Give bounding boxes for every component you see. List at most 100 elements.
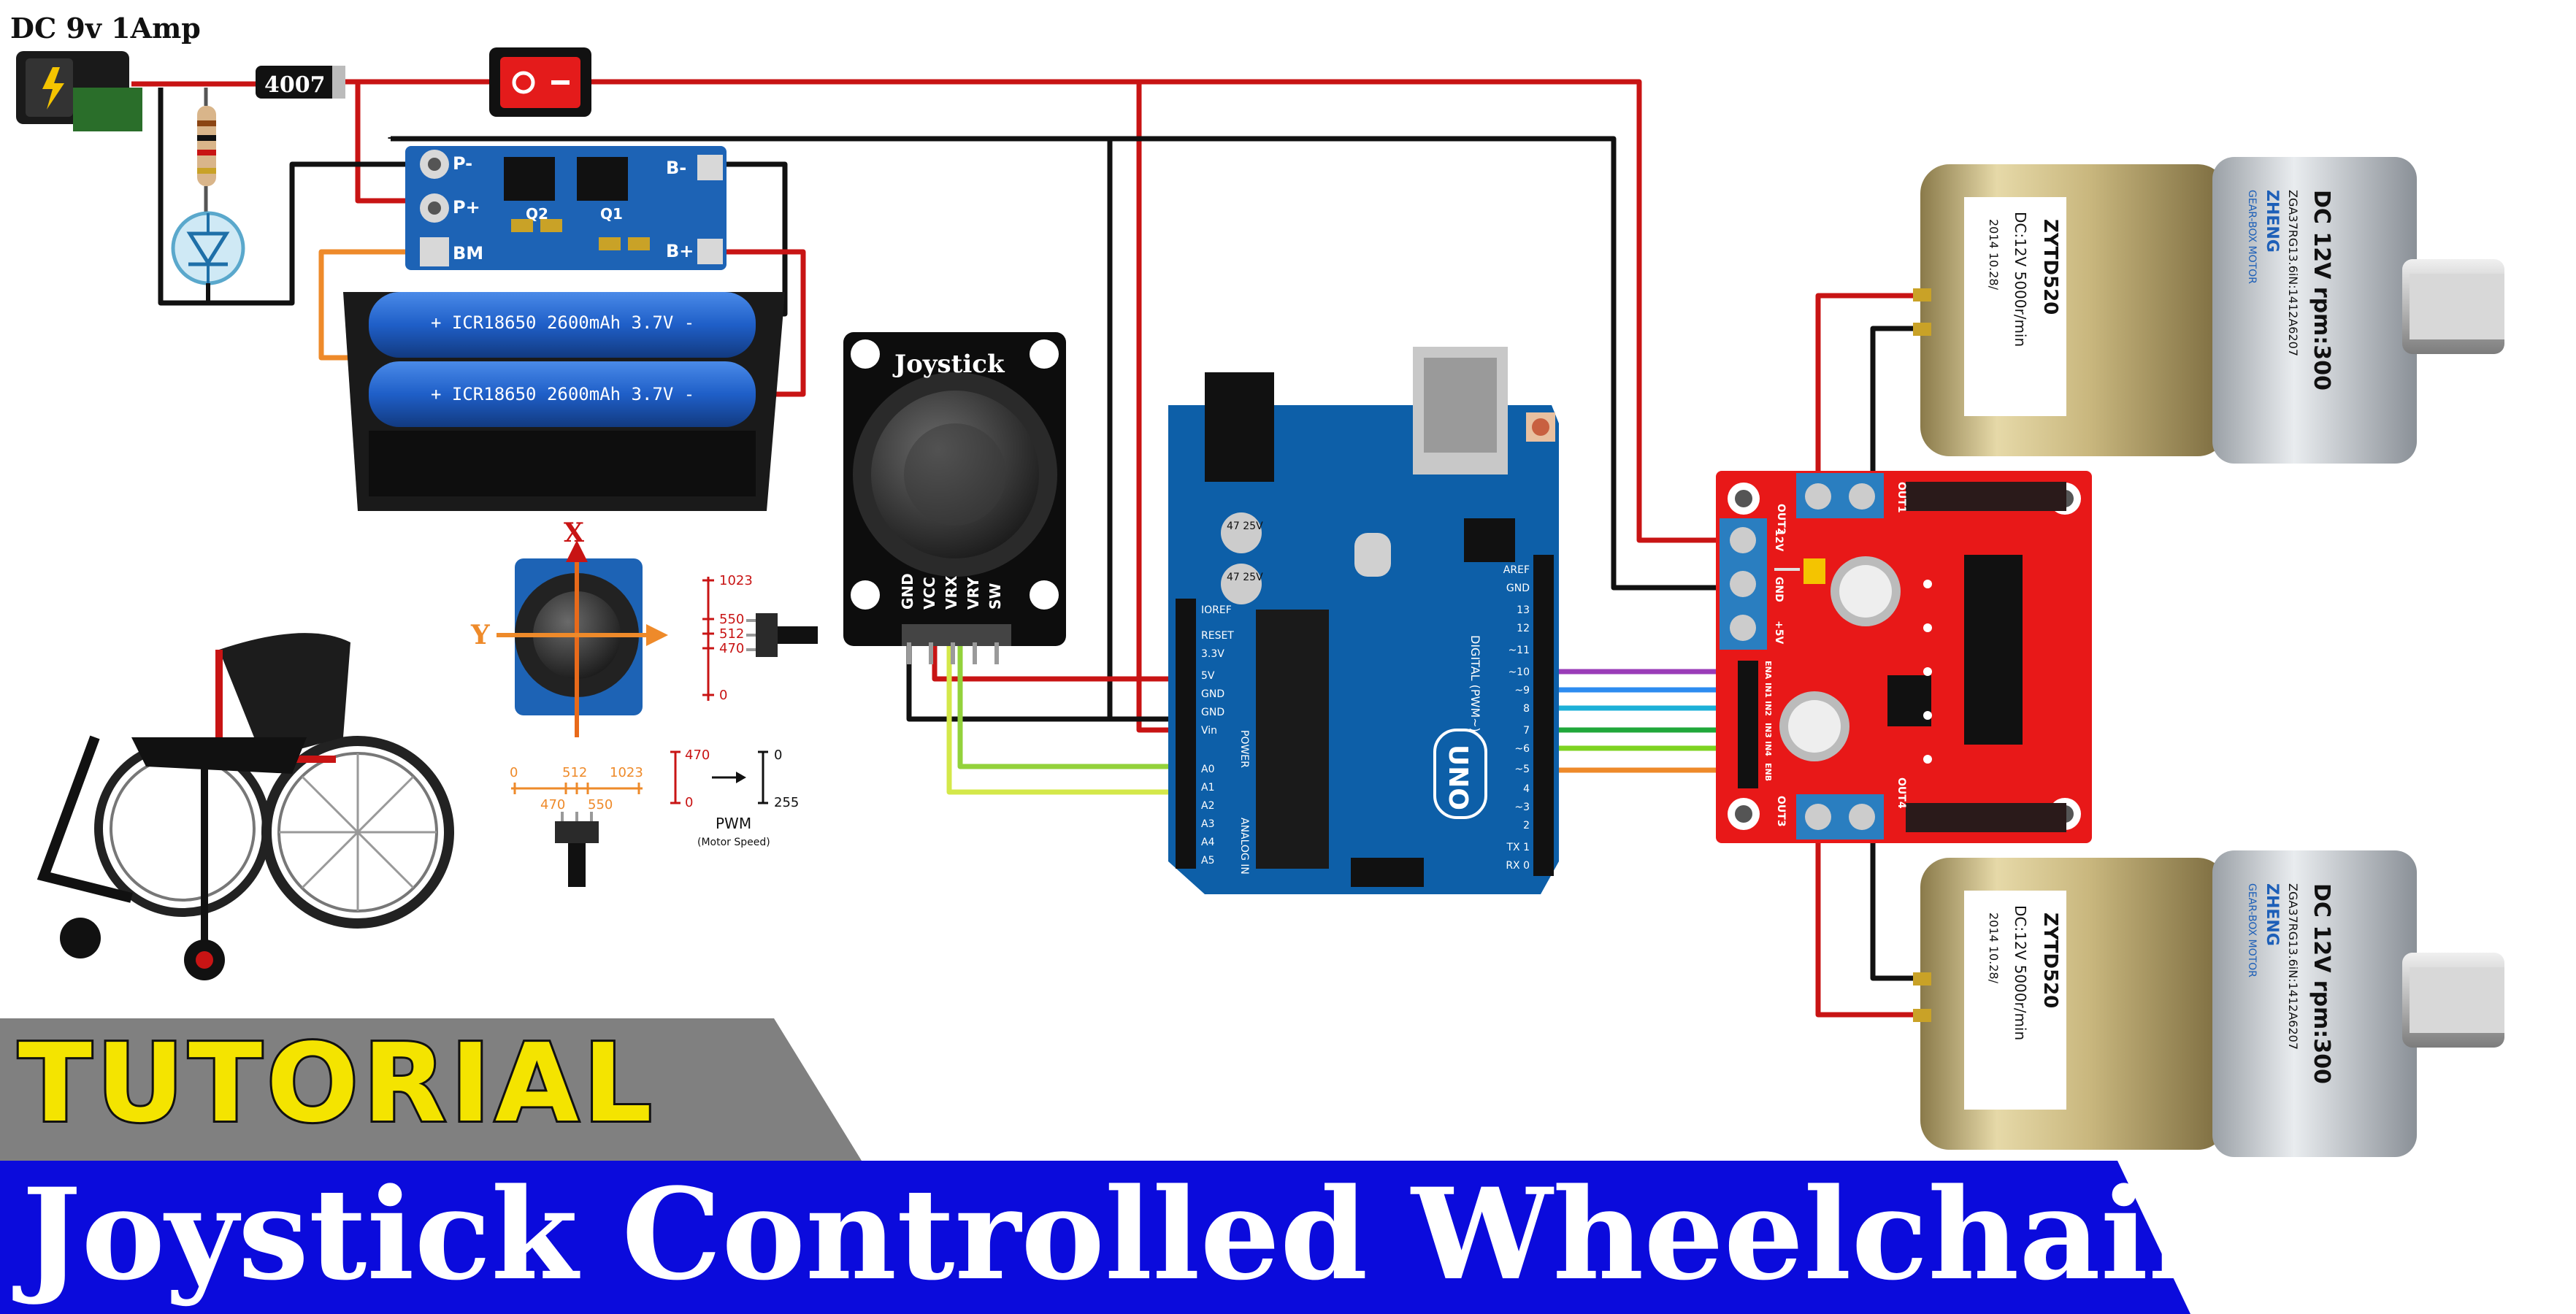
map-out-bottom: 255 bbox=[774, 795, 799, 810]
pwm-label: PWM bbox=[716, 815, 751, 832]
wire-joystick-gnd bbox=[906, 642, 1110, 722]
wire-motor-bottom-red bbox=[1815, 825, 1913, 1018]
wire-ground-main bbox=[161, 161, 420, 306]
tutorial-banner-bg bbox=[0, 1018, 862, 1161]
wire-charger-bplus bbox=[716, 249, 806, 397]
battery-cell-label: + ICR18650 2600mAh 3.7V - bbox=[431, 312, 694, 333]
driver-input-label: IN4 bbox=[1763, 741, 1773, 756]
arduino-pin-label: 2 bbox=[1523, 820, 1530, 831]
motor-part: ZGA37RG13.6iN:1412A6207 bbox=[2286, 883, 2300, 1050]
arduino-pin-label: ~6 bbox=[1514, 743, 1530, 755]
motor-date: 2014 10.28/ bbox=[1987, 912, 2001, 984]
arduino-pin-label: 8 bbox=[1523, 703, 1530, 715]
uno-logo: UNO bbox=[1433, 729, 1487, 819]
wire-joystick-vrx bbox=[957, 642, 1183, 769]
diode: 4007 bbox=[256, 66, 345, 99]
diode-label: 4007 bbox=[264, 72, 326, 98]
joystick-pin-label: VRY bbox=[965, 577, 982, 610]
motor-model: ZYTD520 bbox=[2039, 219, 2061, 315]
arduino-analog-label: ANALOG IN bbox=[1238, 818, 1250, 875]
driver-out-label: OUT4 bbox=[1895, 777, 1907, 809]
charger-pin-label: B+ bbox=[666, 241, 694, 261]
motor-rating: DC 12V rpm:300 bbox=[2309, 190, 2334, 391]
arduino-pin-label: GND bbox=[1201, 707, 1224, 718]
supply-label: DC 9v 1Amp bbox=[10, 12, 201, 45]
wire-motor-top-black bbox=[1870, 326, 1913, 482]
driver-input-label: IN3 bbox=[1763, 723, 1773, 738]
arduino-pin-label: A5 bbox=[1201, 855, 1214, 867]
motor-spec: DC:12V 5000r/min bbox=[2012, 905, 2029, 1040]
motor-part: ZGA37RG13.6iN:1412A6207 bbox=[2286, 190, 2300, 356]
driver-input-label: ENB bbox=[1763, 763, 1773, 781]
pot-tick: 512 bbox=[719, 626, 744, 642]
charger-pin-labels: P- P+ BM B- B+ Q2 Q1 bbox=[453, 153, 694, 264]
arduino-pin-label: A3 bbox=[1201, 818, 1214, 830]
motor-spec: DC:12V 5000r/min bbox=[2012, 212, 2029, 347]
wire-switch-to-driver bbox=[599, 79, 1716, 543]
arduino-pin-label: 13 bbox=[1517, 604, 1530, 616]
motor-rating: DC 12V rpm:300 bbox=[2309, 883, 2334, 1084]
driver-power-label: 12V bbox=[1773, 529, 1785, 551]
charger-pin-label: P+ bbox=[453, 197, 480, 218]
joystick-pin-label: GND bbox=[899, 573, 916, 610]
wheelchair-image bbox=[37, 633, 454, 980]
resistor bbox=[197, 88, 216, 215]
joystick-axis-diagram: X Y 1023 550 512 470 0 bbox=[470, 518, 818, 887]
driver-out-label: OUT1 bbox=[1895, 482, 1907, 513]
dc-jack bbox=[16, 51, 142, 131]
arduino-pin-label: 4 bbox=[1523, 783, 1530, 795]
arduino-digital-label: DIGITAL (PWM~) bbox=[1468, 635, 1482, 732]
battery-cell-label: + ICR18650 2600mAh 3.7V - bbox=[431, 384, 694, 404]
arduino-uno-board: 47 25V 47 25V IOREF RESET 3.3V 5V GND GN… bbox=[1168, 347, 1559, 894]
potentiometer-icon-h bbox=[555, 812, 599, 887]
motor-date: 2014 10.28/ bbox=[1987, 219, 2001, 291]
charger-chip-label: Q1 bbox=[600, 205, 623, 223]
driver-input-label: IN2 bbox=[1763, 701, 1773, 716]
wire-motor-top-red bbox=[1815, 293, 1913, 482]
wiring bbox=[131, 79, 1913, 1018]
cap-label: 47 25V bbox=[1227, 520, 1263, 532]
h-tick: 0 bbox=[510, 765, 518, 780]
driver-out-label: OUT3 bbox=[1775, 796, 1787, 827]
h-subtick: 470 bbox=[540, 797, 565, 812]
arduino-pin-label: ~5 bbox=[1514, 764, 1530, 775]
charger-pin-label: BM bbox=[453, 243, 483, 264]
driver-power-label: +5V bbox=[1773, 620, 1785, 644]
pot-tick: 470 bbox=[719, 641, 744, 656]
arduino-pin-label: 5V bbox=[1201, 670, 1215, 682]
dc-gear-motor-bottom: ZYTD520 DC:12V 5000r/min 2014 10.28/ ZHE… bbox=[1913, 850, 2504, 1157]
charger-pin-label: B- bbox=[666, 158, 686, 178]
arduino-pin-label: AREF bbox=[1503, 564, 1530, 576]
motor-driver-l298n: OUT2 OUT1 OUT3 OUT4 12V GND +5V ENA IN1 … bbox=[1716, 471, 2092, 843]
arduino-pin-label: ~9 bbox=[1514, 685, 1530, 696]
arduino-pin-label: A2 bbox=[1201, 800, 1214, 812]
arduino-pin-label: TX 1 bbox=[1506, 842, 1530, 853]
pot-tick: 550 bbox=[719, 612, 744, 627]
arduino-pin-label: RESET bbox=[1201, 630, 1234, 642]
led-indicator bbox=[171, 211, 245, 303]
h-tick: 512 bbox=[562, 765, 587, 780]
motor-gearbox: GEAR-BOX MOTOR bbox=[2246, 883, 2258, 977]
cap-label: 47 25V bbox=[1227, 572, 1263, 583]
arduino-pin-label: 12 bbox=[1517, 623, 1530, 634]
arduino-pin-label: GND bbox=[1201, 688, 1224, 700]
arduino-pin-label: IOREF bbox=[1201, 604, 1232, 616]
arduino-pin-label: ~11 bbox=[1508, 645, 1530, 656]
power-switch[interactable] bbox=[489, 47, 591, 117]
wire-led-branch bbox=[158, 88, 197, 306]
joystick-pin-label: VRX bbox=[943, 575, 960, 610]
title-banner-bg bbox=[0, 1161, 2190, 1314]
joystick-title: Joystick bbox=[892, 350, 1005, 379]
joystick-pin-label: SW bbox=[986, 583, 1004, 610]
page-title: Joystick Controlled Wheelchair bbox=[22, 1160, 2215, 1308]
charger-module: P- P+ BM B- B+ Q2 Q1 bbox=[405, 146, 727, 270]
arduino-pin-label: ~10 bbox=[1508, 666, 1530, 678]
wire-joystick-vcc bbox=[932, 642, 1183, 682]
h-subtick: 550 bbox=[588, 797, 613, 812]
arduino-pin-label: 3.3V bbox=[1201, 648, 1224, 660]
map-out-top: 0 bbox=[774, 748, 782, 763]
map-in-bottom: 0 bbox=[685, 795, 693, 810]
arrow-right-icon bbox=[736, 772, 746, 783]
wire-ground-long bbox=[391, 136, 1716, 591]
